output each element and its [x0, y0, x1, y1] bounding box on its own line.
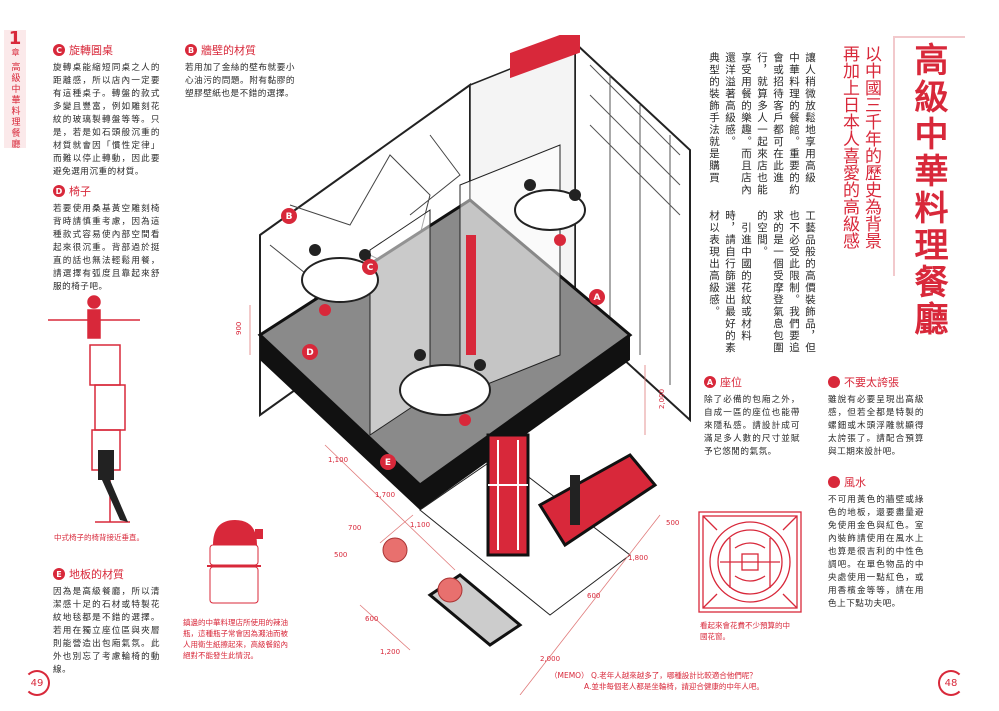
diagram-label-c: C — [367, 263, 374, 273]
section-floor-material: E 地板的材質 因為是高級餐廳，所以清潔感十足的石材或特製花紋地毯都是不錯的選擇。… — [53, 566, 160, 677]
body-line: 讓人稍微放鬆地享用高級 — [804, 52, 816, 184]
section-text: 雖說有必要呈現出高級感，但若全都是特製的螺鈿或木頭浮雕就顯得太誇張了。請配合預算… — [828, 395, 924, 457]
label-a-icon: A — [704, 376, 716, 388]
dimension-label: 2,000 — [658, 389, 666, 409]
dimension-label: 1,800 — [628, 554, 648, 562]
body-line: 時，請自行篩選出最好的素 — [724, 210, 736, 354]
section-title: 地板的材質 — [69, 568, 124, 581]
section-title: 座位 — [720, 376, 742, 389]
body-line: 中華料理的餐館。重要的約 — [788, 52, 800, 196]
dimension-label: 1,100 — [410, 521, 430, 529]
restaurant-isometric-illustration: A B C D E 900 2,000 1,100 1,700 700 1,10… — [235, 35, 691, 695]
chili-oil-bottle-illustration — [207, 520, 263, 604]
body-line: 行，就算多人一起來店也能 — [756, 52, 768, 196]
body-line: 會或招待客戶都可在此進 — [772, 52, 784, 184]
section-text: 不可用黃色的牆壁或綠色的地板，還要盡量避免使用金色與紅色。室內裝飾請使用在風水上… — [828, 495, 924, 609]
dimension-label: 500 — [334, 551, 347, 559]
red-carpet — [537, 453, 658, 548]
diagram-label-b: B — [286, 212, 293, 222]
chinese-lattice-window-illustration — [698, 511, 802, 613]
body-line: 材以表現出高級感。 — [708, 210, 720, 318]
chair-balancing-illustration — [48, 295, 140, 523]
window-caption: 看起來會花費不少預算的中國花窗。 — [700, 621, 790, 641]
receptionist — [570, 475, 580, 525]
page-title: 高級中華料理餐廳 — [908, 42, 948, 338]
body-line: 工藝品般的高價裝飾品，但 — [804, 210, 816, 354]
lion-statue-left — [382, 537, 408, 563]
chapter-tab: 1 章 高級中華料理餐廳 — [4, 28, 26, 150]
chair-caption: 中式椅子的椅背接近垂直。 — [54, 533, 144, 542]
section-title: 旋轉圓桌 — [69, 44, 113, 57]
section-text: 旋轉桌能縮短同桌之人的距離感，所以店內一定要有這種桌子。轉盤的款式多變且豐富，例… — [53, 63, 160, 177]
subtitle-line: 再加上日本人喜愛的高級感 — [839, 45, 859, 249]
intro-body-bottom: 工藝品般的高價裝飾品，但 也不必受此限制。我們要追 求的是一個受摩登氣息包圍 的… — [706, 210, 818, 354]
diagram-label-e: E — [385, 458, 391, 468]
section-text: 若要使用桑基黃空雕刻椅背時請慎重考慮，因為這種款式容易使內部空間看起來很沉重。背… — [53, 204, 160, 292]
page-number-right: 48 — [938, 670, 964, 696]
memo-tag: （MEMO） — [550, 671, 589, 680]
red-lantern — [466, 235, 476, 355]
memo-answer: A.並非每個老人都是坐輪椅，請迎合健康的中年人吧。 — [584, 682, 764, 691]
diagram-label-d: D — [306, 348, 313, 358]
label-c-icon: C — [53, 44, 65, 56]
chapter-number: 1 — [8, 28, 22, 49]
entrance-door — [486, 433, 530, 557]
dimension-label: 900 — [235, 322, 243, 335]
label-d-icon: D — [53, 185, 65, 197]
page-number-left: 49 — [24, 670, 50, 696]
bullet-icon — [828, 476, 840, 488]
section-text: 除了必備的包廂之外，自成一區的座位也能帶來隱私感。請設計成可滿足多人數的尺寸並賦… — [704, 395, 800, 457]
dimension-label: 600 — [365, 615, 378, 623]
section-text: 因為是高級餐廳，所以清潔感十足的石材或特製花紋地毯都是不錯的選擇。若用在獨立座位… — [53, 587, 160, 675]
title-frame — [893, 36, 965, 276]
dimension-label: 1,200 — [380, 648, 400, 656]
lion-statue-right — [437, 577, 463, 603]
section-seating: A 座位 除了必備的包廂之外，自成一區的座位也能帶來隱私感。請設計成可滿足多人數的… — [704, 374, 800, 459]
section-text: 若用加了金絲的壁布就要小心油污的問題。附有黏膠的塑膠壁紙也是不錯的選擇。 — [185, 63, 295, 99]
section-rotating-table: C 旋轉圓桌 旋轉桌能縮短同桌之人的距離感，所以店內一定要有這種桌子。轉盤的款式多… — [53, 42, 160, 179]
page-subtitle: 以中國三千年的歷史為背景 再加上日本人喜愛的高級感 — [838, 45, 882, 249]
memo: （MEMO） Q.老年人越來越多了，哪種設計比較適合他們呢？ A.並非每個老人都… — [550, 670, 764, 692]
diagram-label-a: A — [594, 293, 601, 303]
section-wall-material: B 牆壁的材質 若用加了金絲的壁布就要小心油污的問題。附有黏膠的塑膠壁紙也是不錯的… — [185, 42, 295, 101]
body-line: 享受用餐的樂趣。而且店內 — [740, 52, 752, 196]
dimension-label: 700 — [348, 524, 361, 532]
bottle-caption: 鎮邊的中華料理店所使用的辣油瓶，這種瓶子常會因為濺油而被人用衛生紙擦起來，高級餐… — [183, 618, 288, 660]
body-line: 的空間。 — [756, 210, 768, 258]
dimension-label: 500 — [666, 519, 679, 527]
body-line: 求的是一個受摩登氣息包圍 — [772, 210, 784, 354]
round-table — [399, 364, 491, 416]
subtitle-line: 以中國三千年的歷史為背景 — [861, 45, 881, 249]
round-table — [514, 189, 586, 231]
round-table — [301, 257, 379, 303]
memo-question: Q.老年人越來越多了，哪種設計比較適合他們呢？ — [590, 671, 757, 680]
label-b-icon: B — [185, 44, 197, 56]
section-title: 不要太誇張 — [844, 376, 899, 389]
intro-body-top: 讓人稍微放鬆地享用高級 中華料理的餐館。重要的約 會或招待客戶都可在此進 行，就… — [706, 52, 818, 196]
section-title: 風水 — [844, 476, 866, 489]
chapter-title: 高級中華料理餐廳 — [9, 62, 20, 150]
dimension-label: 1,100 — [328, 456, 348, 464]
chapter-label: 章 — [11, 48, 20, 56]
section-fengshui: 風水 不可用黃色的牆壁或綠色的地板，還要盡量避免使用金色與紅色。室內裝飾請使用在… — [828, 474, 924, 611]
bullet-icon — [828, 376, 840, 388]
dimension-label: 1,700 — [375, 491, 395, 499]
section-not-too-exaggerated: 不要太誇張 雖說有必要呈現出高級感，但若全都是特製的螺鈿或木頭浮雕就顯得太誇張了… — [828, 374, 924, 459]
body-line: 引進中國的花紋或材料 — [740, 210, 752, 342]
section-chairs: D 椅子 若要使用桑基黃空雕刻椅背時請慎重考慮，因為這種款式容易使內部空間看起來很… — [53, 183, 160, 294]
section-title: 牆壁的材質 — [201, 44, 256, 57]
body-line: 典型的裝飾手法就是購買 — [708, 52, 720, 184]
section-title: 椅子 — [69, 185, 91, 198]
body-line: 也不必受此限制。我們要追 — [788, 210, 800, 354]
body-line: 還洋溢著高級感。 — [724, 52, 736, 148]
dimension-label: 2,000 — [540, 655, 560, 663]
label-e-icon: E — [53, 568, 65, 580]
dimension-label: 600 — [587, 592, 600, 600]
